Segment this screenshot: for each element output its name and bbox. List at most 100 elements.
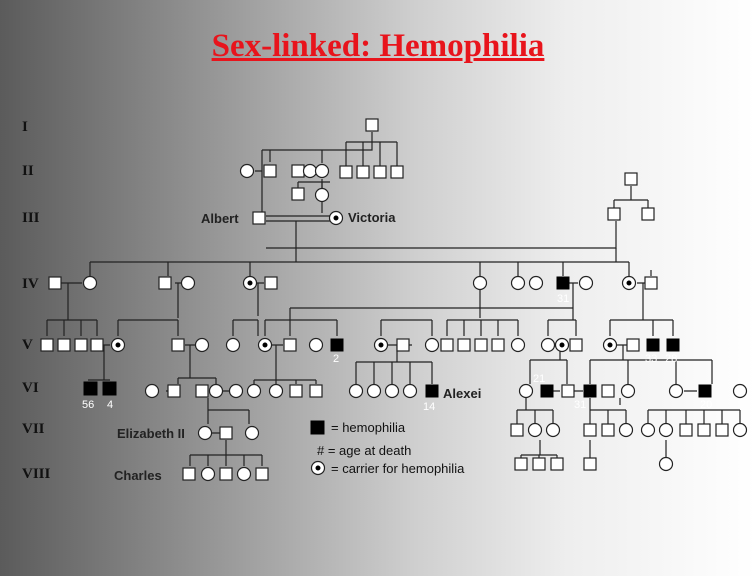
albert-symbol (252, 211, 266, 225)
elizabeth-label: Elizabeth II (117, 426, 185, 441)
female-symbol (144, 383, 160, 399)
affected-male-symbol (540, 384, 554, 398)
male-symbol (624, 172, 638, 186)
generation-label-2: II (22, 163, 34, 179)
male-symbol (569, 338, 583, 352)
carrier-dot (115, 342, 121, 348)
age-at-death: 56 (82, 399, 94, 411)
male-symbol (264, 276, 278, 290)
female-symbol (424, 337, 440, 353)
male-symbol (255, 467, 269, 481)
female-symbol (246, 383, 262, 399)
male-symbol (715, 423, 729, 437)
male-symbol (644, 276, 658, 290)
female-symbol (732, 383, 748, 399)
male-symbol (48, 276, 62, 290)
page-title: Sex-linked: Hemophilia (211, 28, 545, 64)
female-symbol (640, 422, 656, 438)
female-symbol (620, 383, 636, 399)
generation-label-5: V (22, 337, 33, 353)
female-symbol (268, 383, 284, 399)
female-symbol (510, 275, 526, 291)
affected-male-symbol (556, 276, 570, 290)
male-symbol (550, 457, 564, 471)
female-symbol (618, 422, 634, 438)
legend-affected-symbol (310, 420, 325, 435)
female-symbol (225, 337, 241, 353)
individuals (40, 118, 748, 482)
alexei-label: Alexei (443, 386, 481, 401)
legend-carrier-text: = carrier for hemophilia (331, 461, 465, 476)
male-symbol (158, 276, 172, 290)
female-symbol (236, 466, 252, 482)
age-at-death: 31 (574, 399, 586, 411)
male-symbol (283, 338, 297, 352)
alexei-affected-symbol (425, 384, 439, 398)
male-symbol (532, 457, 546, 471)
elizabeth-symbol (197, 425, 213, 441)
age-at-death: 33 (645, 353, 657, 365)
male-symbol (309, 384, 323, 398)
female-symbol (314, 187, 330, 203)
generation-label-4: IV (22, 276, 39, 292)
male-symbol (607, 207, 621, 221)
male-symbol (339, 165, 353, 179)
male-symbol (167, 384, 181, 398)
age-at-death: 28 (665, 353, 677, 365)
affected-male-symbol (698, 384, 712, 398)
female-symbol (366, 383, 382, 399)
male-symbol (219, 467, 233, 481)
male-symbol (601, 423, 615, 437)
male-symbol (626, 338, 640, 352)
legend-carrier-dot (315, 465, 321, 471)
male-symbol (356, 165, 370, 179)
female-symbol (518, 383, 534, 399)
male-symbol (514, 457, 528, 471)
affected-male-symbol (583, 384, 597, 398)
male-symbol (289, 384, 303, 398)
legend-age-text: # = age at death (317, 443, 411, 458)
female-symbol (200, 466, 216, 482)
affected-male-symbol (83, 381, 98, 396)
female-symbol (239, 163, 255, 179)
generation-label-7: VII (22, 421, 45, 437)
male-symbol (90, 338, 104, 352)
female-symbol (658, 422, 674, 438)
male-symbol (561, 384, 575, 398)
male-symbol (396, 338, 410, 352)
female-symbol (578, 275, 594, 291)
male-symbol (601, 384, 615, 398)
female-symbol (180, 275, 196, 291)
female-symbol (314, 163, 330, 179)
age-at-death: 31 (557, 293, 569, 305)
generation-label-8: VIII (22, 466, 51, 482)
female-symbol (402, 383, 418, 399)
carrier-dot (607, 342, 613, 348)
age-at-death: 14 (423, 401, 435, 413)
male-symbol (697, 423, 711, 437)
age-at-death: 4 (107, 399, 113, 411)
male-symbol (291, 187, 305, 201)
carrier-dot (378, 342, 384, 348)
affected-male-symbol (102, 381, 117, 396)
affected-male-symbol (330, 338, 344, 352)
generation-label-1: I (22, 119, 28, 135)
female-symbol (472, 275, 488, 291)
male-symbol (679, 423, 693, 437)
female-symbol (658, 456, 674, 472)
male-symbol (263, 164, 277, 178)
age-at-death: 21 (533, 373, 545, 385)
carrier-dot (333, 215, 339, 221)
male-symbol (291, 164, 305, 178)
male-symbol (583, 423, 597, 437)
generation-label-3: III (22, 210, 40, 226)
male-symbol (219, 426, 233, 440)
female-symbol (540, 337, 556, 353)
male-symbol (491, 338, 505, 352)
carrier-dot (247, 280, 253, 286)
female-symbol (82, 275, 98, 291)
legend-affected-text: = hemophilia (331, 420, 406, 435)
male-symbol (365, 118, 379, 132)
male-symbol (583, 457, 597, 471)
